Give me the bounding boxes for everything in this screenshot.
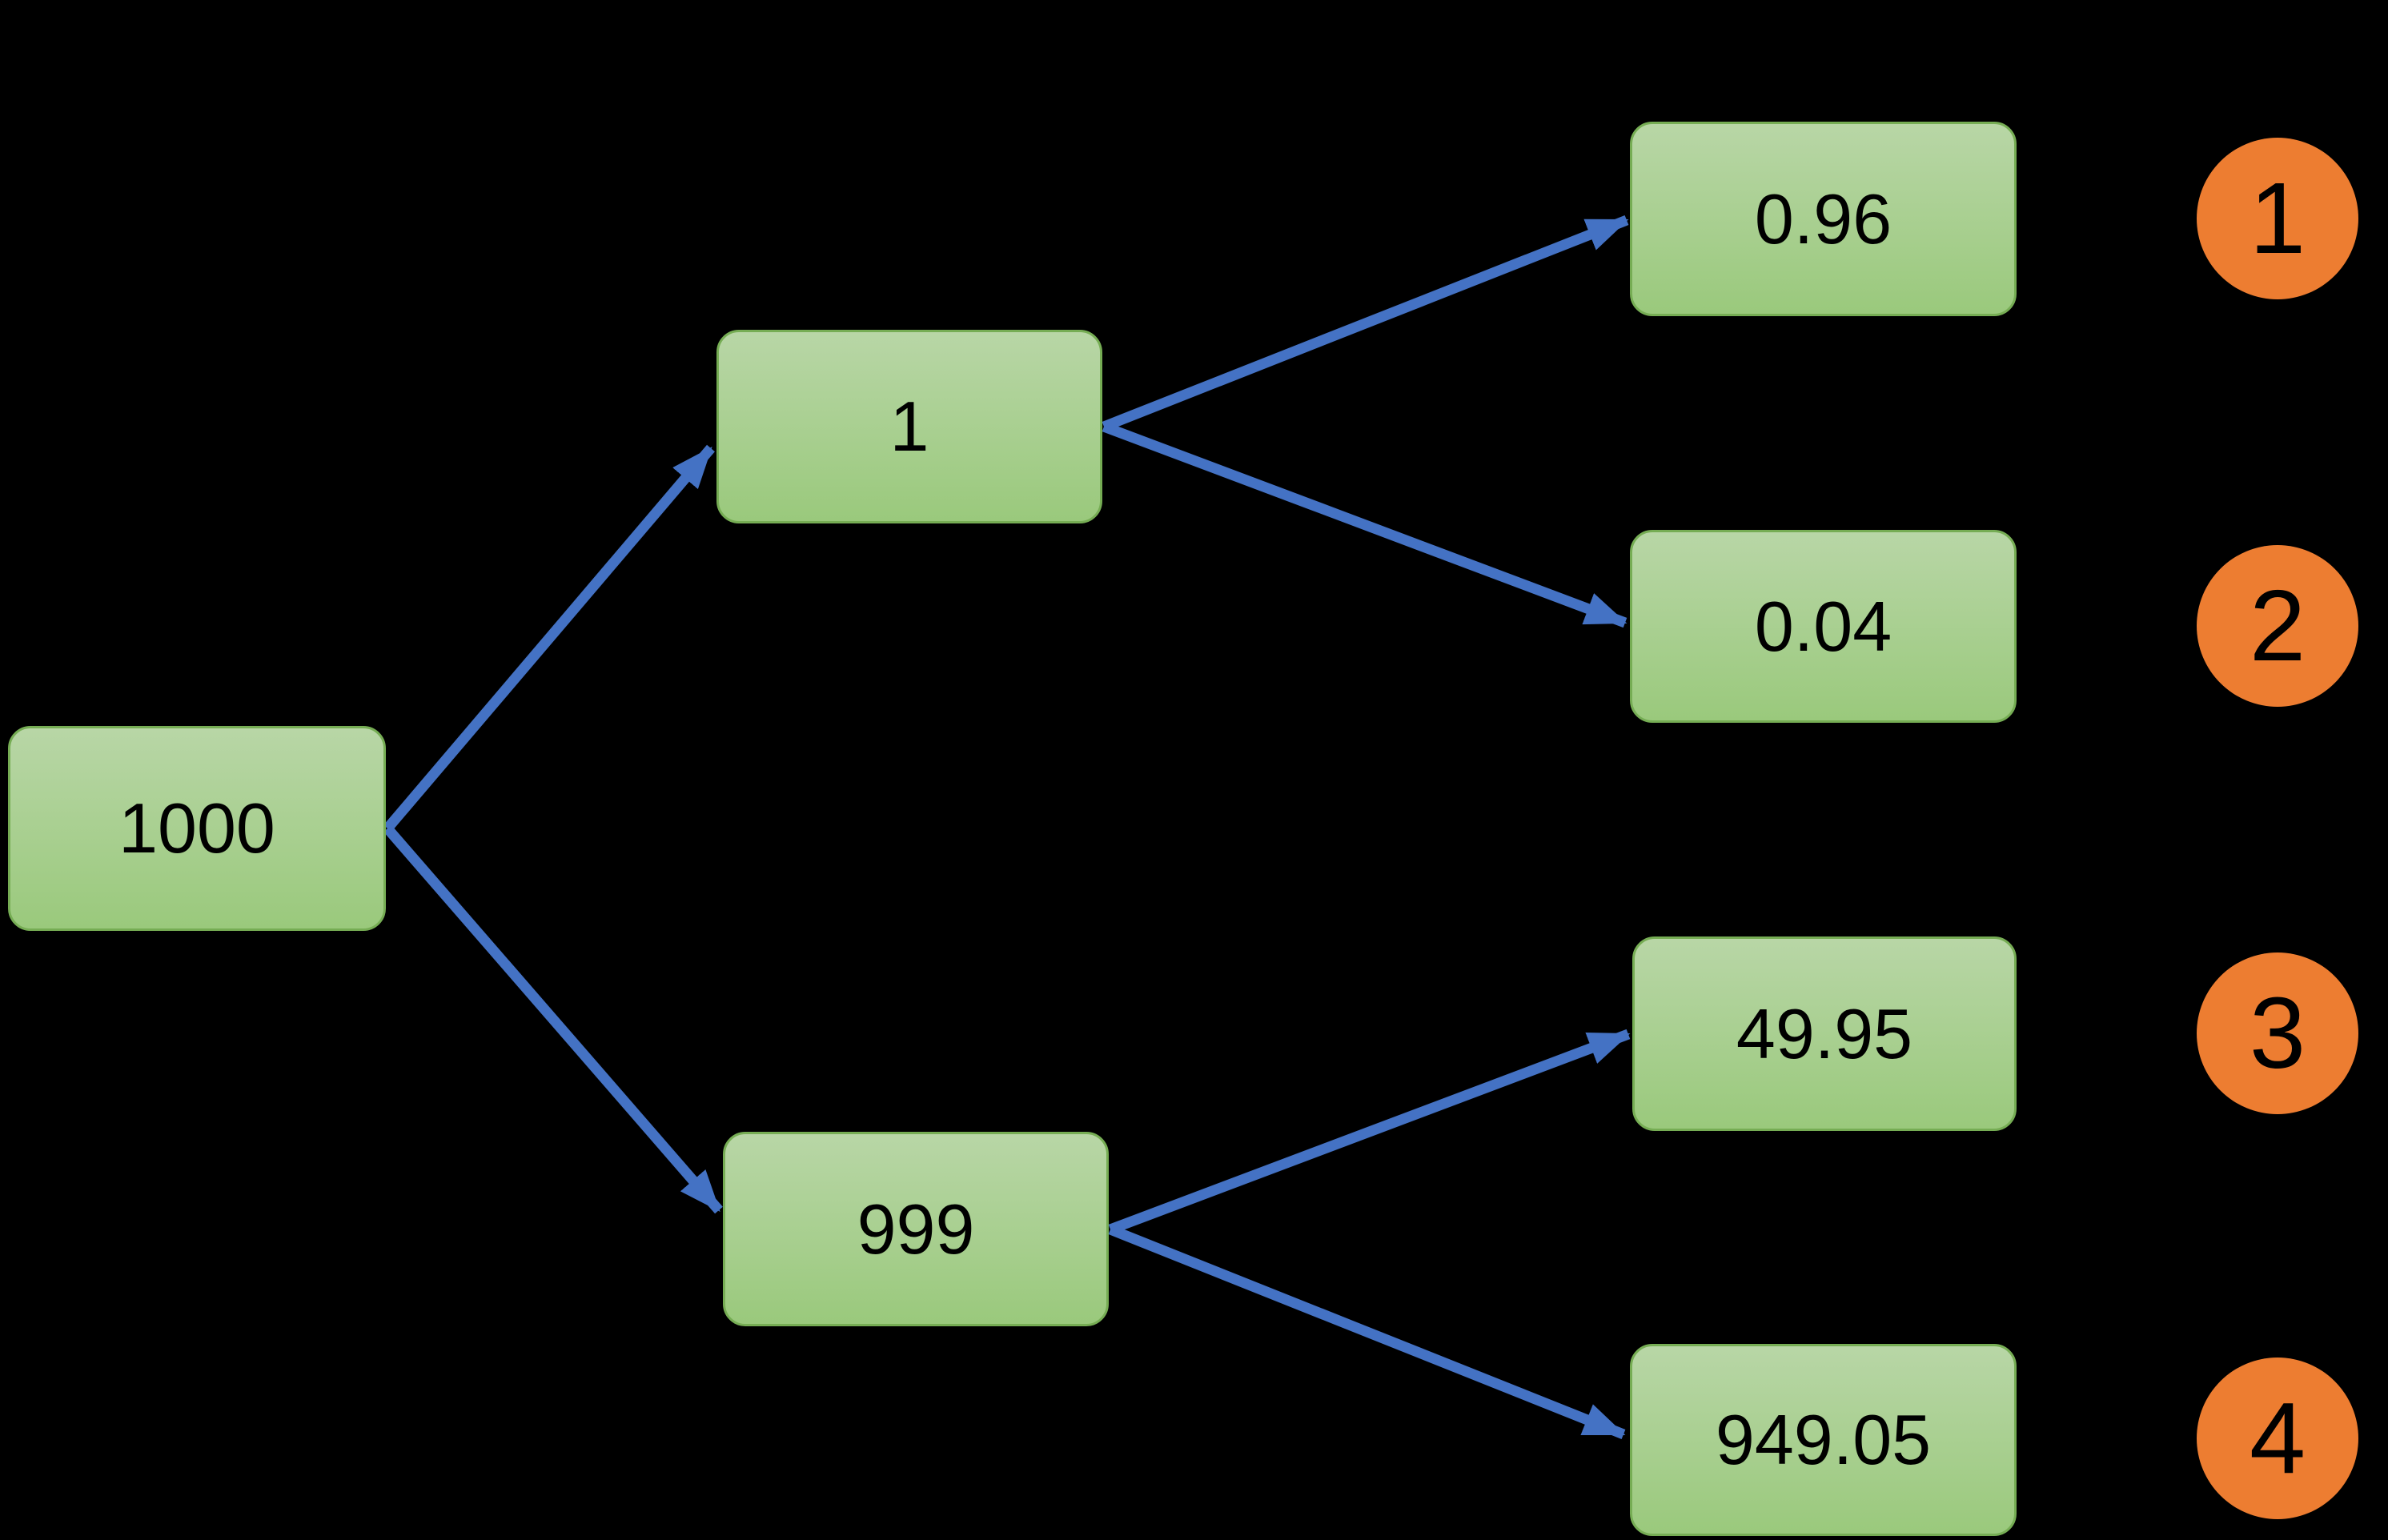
node-branch-bottom-label: 999 xyxy=(857,1189,975,1269)
step-badge-2: 2 xyxy=(2197,545,2358,707)
node-branch-top-label: 1 xyxy=(889,387,929,466)
node-total-label: 1000 xyxy=(118,788,275,868)
step-badge-1-label: 1 xyxy=(2249,162,2306,275)
edge-branch-top-to-outcome-1 xyxy=(1102,215,1629,432)
edge-branch-bottom-to-outcome-3 xyxy=(1108,1029,1631,1235)
node-outcome-3: 49.95 xyxy=(1632,936,2017,1131)
node-outcome-2: 0.04 xyxy=(1630,530,2017,723)
edge-total-to-branch-top xyxy=(383,444,715,832)
step-badge-3-label: 3 xyxy=(2249,977,2306,1089)
node-outcome-4-label: 949.05 xyxy=(1715,1400,1932,1479)
step-badge-3: 3 xyxy=(2197,952,2358,1114)
step-badge-2-label: 2 xyxy=(2249,569,2306,682)
edge-branch-top-to-outcome-2 xyxy=(1102,421,1627,628)
step-badge-1: 1 xyxy=(2197,138,2358,299)
edge-total-to-branch-bottom xyxy=(383,824,723,1214)
node-outcome-1: 0.96 xyxy=(1630,122,2017,316)
node-branch-bottom: 999 xyxy=(723,1132,1109,1326)
node-outcome-2-label: 0.04 xyxy=(1754,586,1892,666)
node-branch-top: 1 xyxy=(716,330,1102,523)
node-outcome-4: 949.05 xyxy=(1630,1344,2017,1536)
edge-branch-bottom-to-outcome-4 xyxy=(1108,1224,1626,1440)
node-outcome-3-label: 49.95 xyxy=(1736,993,1913,1073)
step-badge-4: 4 xyxy=(2197,1358,2358,1519)
node-outcome-1-label: 0.96 xyxy=(1754,178,1892,259)
node-total: 1000 xyxy=(8,726,386,931)
step-badge-4-label: 4 xyxy=(2249,1382,2306,1494)
